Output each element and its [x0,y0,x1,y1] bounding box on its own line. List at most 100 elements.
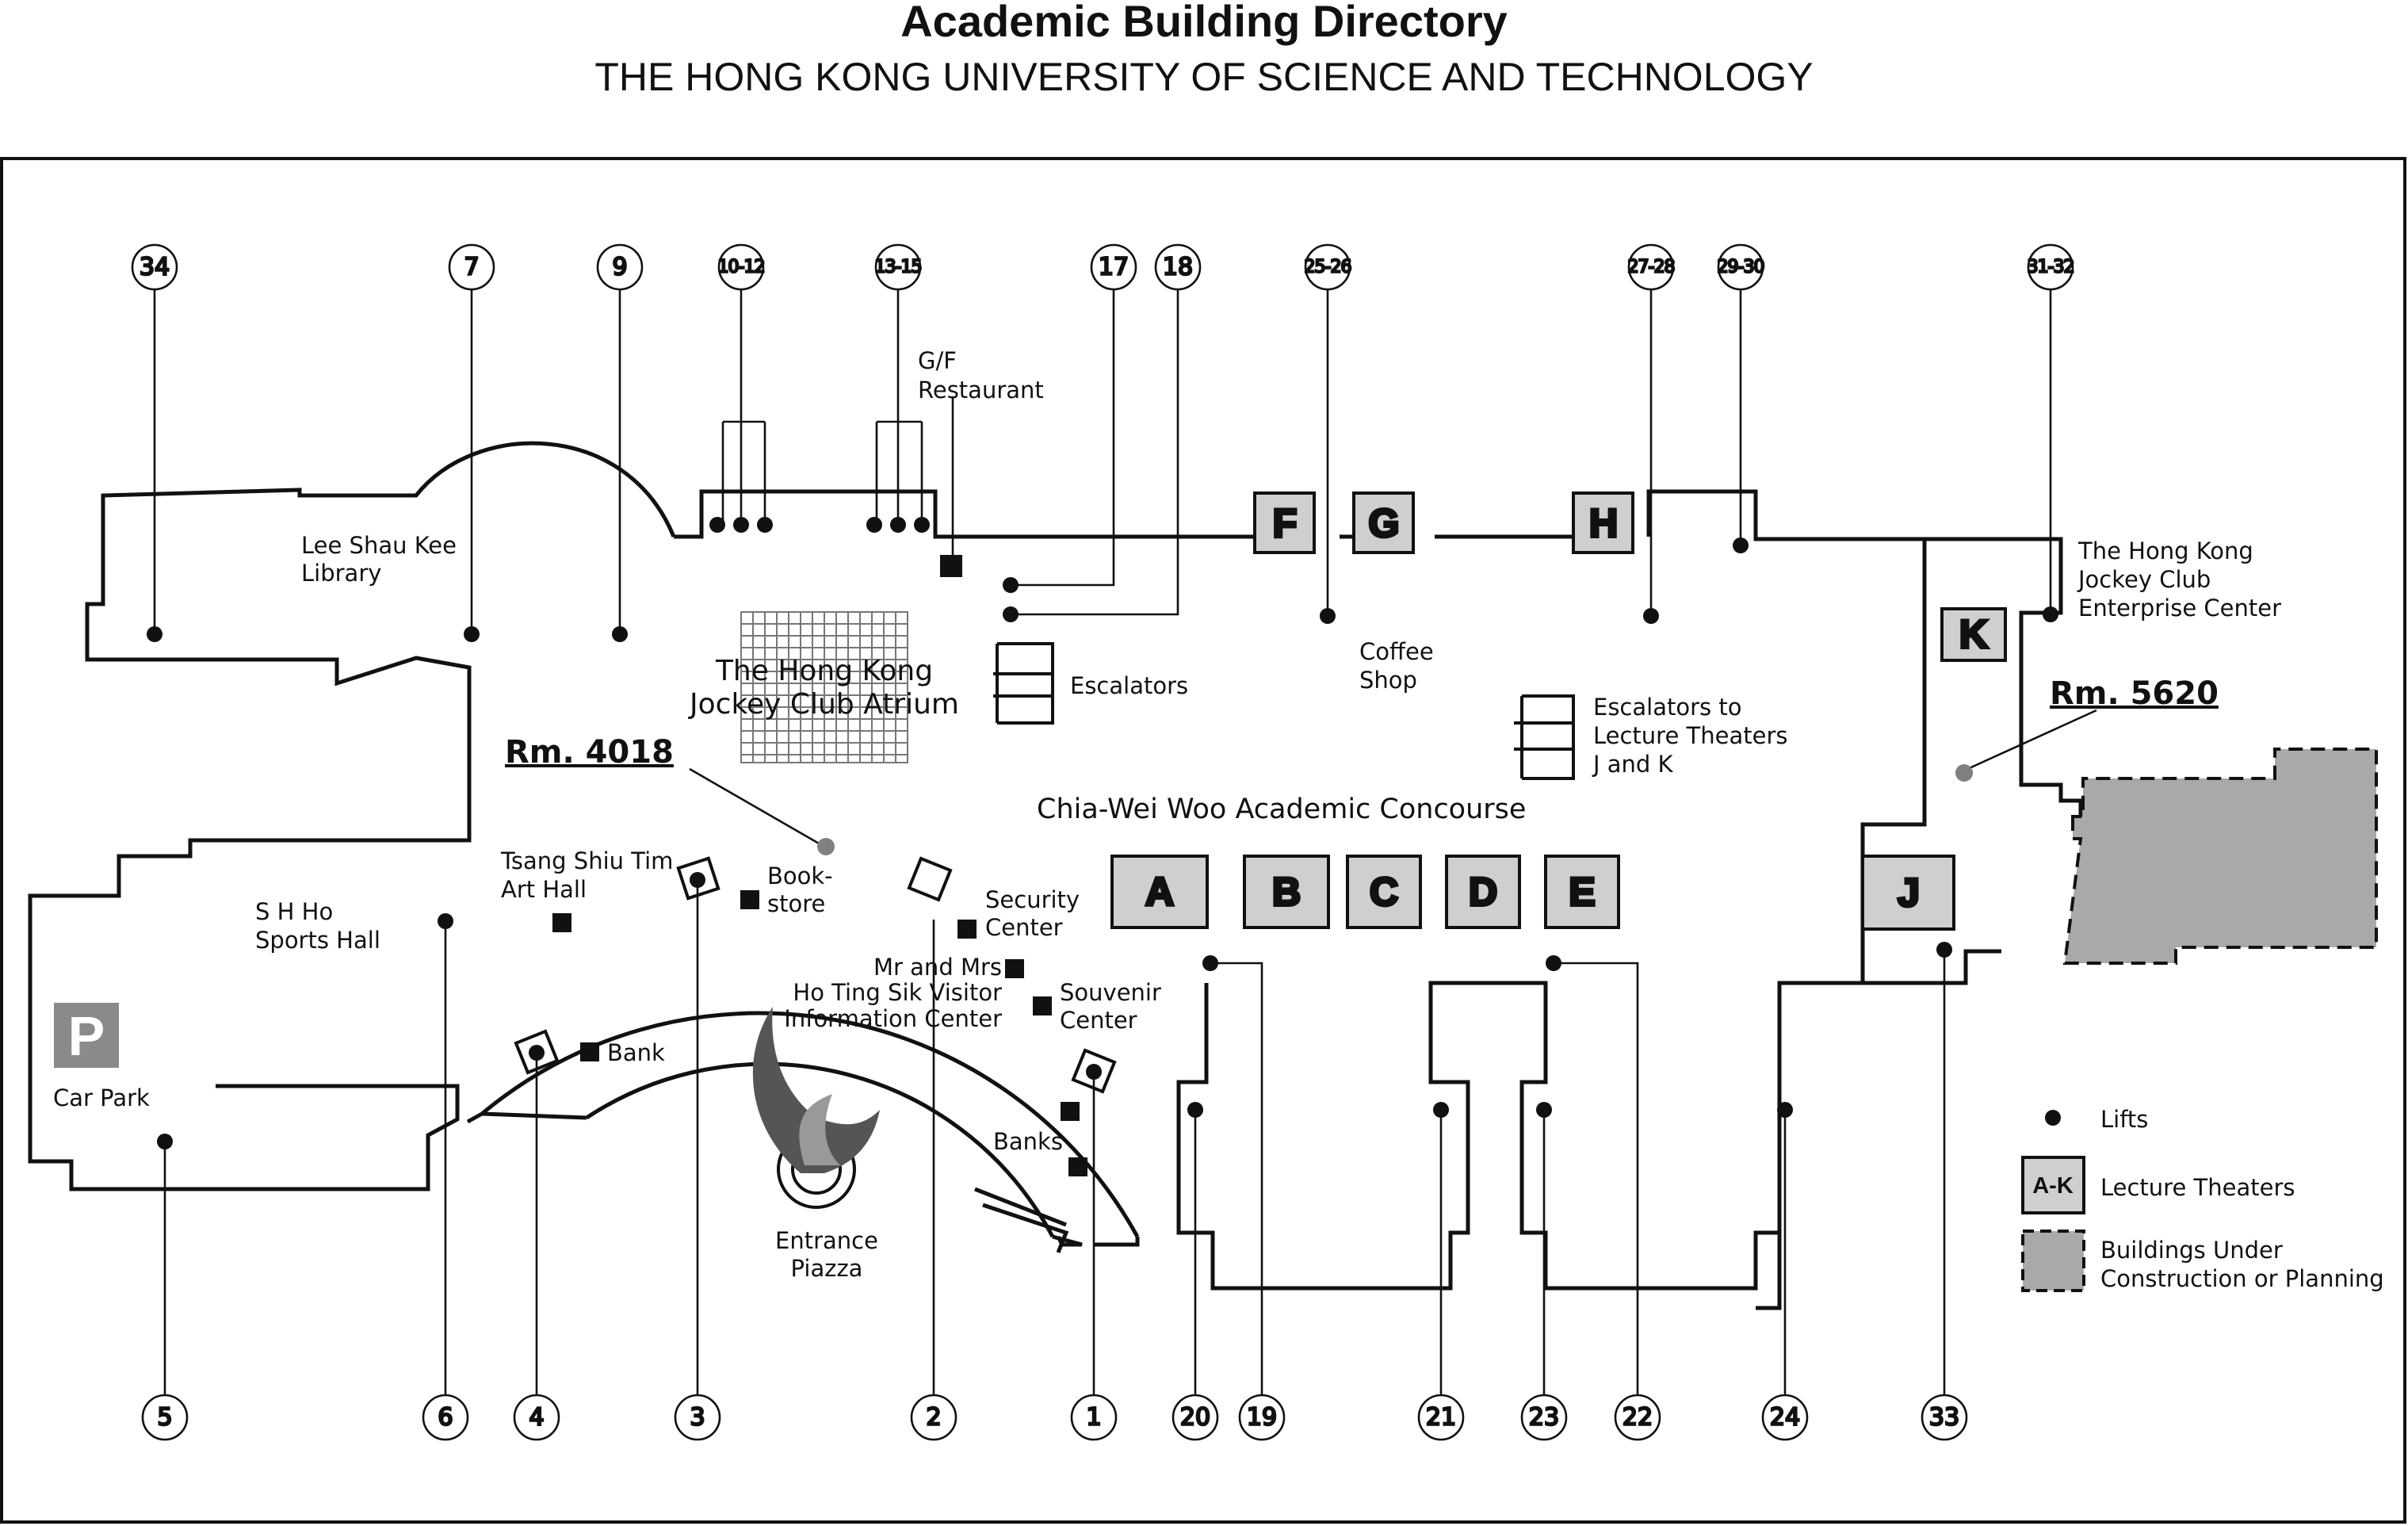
facility-squares [552,555,1087,1176]
legend-lt-label: Lecture Theaters [2100,1174,2295,1201]
marker-4[interactable]: 4 [513,1394,560,1441]
svg-text:6: 6 [438,1404,453,1432]
lift-7 [464,626,480,642]
lift-dots [147,517,2058,1149]
svg-text:B: B [1272,870,1301,914]
marker-17[interactable]: 17 [1090,243,1137,291]
legend-construction-symbol [2021,1230,2085,1292]
svg-text:Piazza: Piazza [791,1255,863,1282]
svg-text:J and K: J and K [1592,751,1674,778]
svg-text:Information Center: Information Center [784,1005,1002,1032]
svg-text:31-32: 31-32 [2028,258,2074,277]
marker-9[interactable]: 9 [596,243,644,291]
marker-34[interactable]: 34 [131,243,178,291]
marker-20[interactable]: 20 [1172,1394,1219,1441]
marker-22[interactable]: 22 [1614,1394,1661,1441]
marker-6[interactable]: 6 [422,1394,469,1441]
legend-lift-dot [2045,1110,2061,1126]
marker-1[interactable]: 1 [1070,1394,1118,1441]
marker-13-15[interactable]: 13-15 [873,243,923,291]
svg-text:Center: Center [985,914,1063,941]
lt-f[interactable]: F [1253,491,1316,554]
page-subtitle: THE HONG KONG UNIVERSITY OF SCIENCE AND … [594,55,1814,99]
marker-24[interactable]: 24 [1761,1394,1809,1441]
marker-25-26[interactable]: 25-26 [1303,243,1353,291]
lt-a[interactable]: A [1110,855,1209,929]
lift-14 [890,517,906,533]
lt-e[interactable]: E [1544,855,1620,929]
lift-34 [147,626,162,642]
car-park-sign: P [54,1003,119,1068]
room-5620-label: Rm. 5620 [2050,675,2219,712]
bookstore-label: Book- [767,862,833,889]
top-markers: 34 7 9 10-12 13-15 17 18 25-26 27-28 29-… [131,243,2076,291]
lt-j[interactable]: J [1861,855,1955,931]
lift-6 [438,913,453,929]
atrium-label: The Hong Kong [715,655,933,687]
marker-3[interactable]: 3 [674,1394,721,1441]
lift-12 [757,517,773,533]
security-label: Security [985,886,1080,913]
marker-10-12[interactable]: 10-12 [717,243,766,291]
lift-18 [1003,606,1019,622]
marker-27-28[interactable]: 27-28 [1626,243,1676,291]
svg-text:17: 17 [1099,254,1129,281]
svg-text:E: E [1569,870,1595,914]
map-frame [0,157,2406,1524]
svg-text:P: P [68,1005,105,1067]
lt-k[interactable]: K [1940,607,2007,662]
lift-23 [1536,1102,1552,1118]
svg-text:store: store [767,890,825,917]
marker-19[interactable]: 19 [1238,1394,1286,1441]
svg-text:Jockey Club Atrium: Jockey Club Atrium [688,688,959,721]
library-label: Lee Shau Kee [301,532,457,559]
marker-2[interactable]: 2 [910,1394,957,1441]
legend: Lifts A-K Lecture Theaters Buildings Und… [2021,1106,2384,1292]
marker-29-30[interactable]: 29-30 [1716,243,1766,291]
svg-text:K: K [1959,612,1988,656]
svg-text:A: A [1145,870,1174,914]
marker-21[interactable]: 21 [1417,1394,1465,1441]
svg-text:Shop: Shop [1359,667,1417,694]
marker-23[interactable]: 23 [1520,1394,1568,1441]
lt-g[interactable]: G [1352,491,1415,554]
bank-label: Bank [607,1039,665,1066]
marker-7[interactable]: 7 [448,243,495,291]
bottom-markers: 5 6 4 3 2 1 20 19 21 23 22 24 33 [141,1394,1968,1441]
marker-33[interactable]: 33 [1921,1394,1968,1441]
svg-text:22: 22 [1623,1404,1653,1432]
marker-5[interactable]: 5 [141,1394,189,1441]
coffee-shop-label: Coffee [1359,638,1434,665]
banks-label: Banks [993,1128,1063,1155]
lift-33 [1936,942,1952,958]
lift-4 [529,1045,545,1061]
svg-text:7: 7 [464,254,479,281]
marker-18[interactable]: 18 [1154,243,1202,291]
svg-text:F: F [1273,501,1298,545]
lt-d[interactable]: D [1445,855,1521,929]
marker-31-32[interactable]: 31-32 [2026,243,2076,291]
lift-15 [914,517,930,533]
lift-9 [612,626,628,642]
lift-27-28 [1643,608,1659,624]
concourse-label: Chia-Wei Woo Academic Concourse [1037,794,1526,825]
restaurant-label: G/F [918,347,957,374]
svg-text:2: 2 [926,1404,941,1432]
lift-13 [866,517,882,533]
souvenir-label: Souvenir [1060,979,1161,1006]
lift-19 [1202,955,1218,971]
lift-17 [1003,577,1019,593]
lt-h[interactable]: H [1572,491,1634,554]
svg-text:Art Hall: Art Hall [501,876,587,903]
lift-21 [1433,1102,1449,1118]
lift-24 [1777,1102,1793,1118]
lift-31-32 [2043,606,2058,622]
sports-hall-label: S H Ho [255,898,333,925]
legend-construction-label: Buildings Under [2100,1237,2283,1264]
building-walls [28,441,2083,1310]
svg-text:5: 5 [157,1404,172,1432]
lt-c[interactable]: C [1346,855,1422,929]
sculpture-icon [752,1007,880,1209]
svg-text:Lecture Theaters: Lecture Theaters [1593,722,1787,749]
lt-b[interactable]: B [1243,855,1330,929]
